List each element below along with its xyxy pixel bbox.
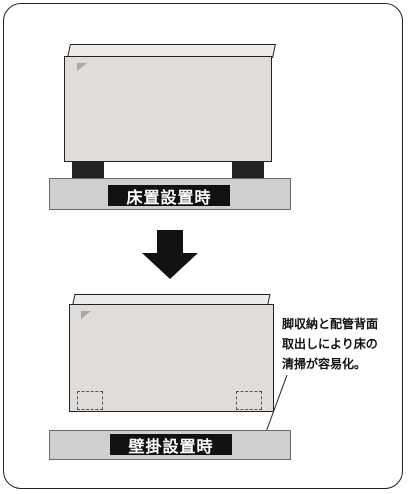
floor-install-label: 床置設置時 <box>108 185 230 207</box>
benefit-note: 脚収納と配管背面 取出しにより床の 清掃が容易化。 <box>282 317 379 371</box>
floor-unit-body <box>64 56 272 162</box>
floor-unit-leg-left <box>72 161 104 179</box>
wall-install-label: 壁掛設置時 <box>110 434 232 456</box>
wall-unit-body <box>69 304 274 412</box>
floor-unit-leg-right <box>232 161 264 179</box>
stored-leg-right <box>236 391 262 410</box>
brand-logo-icon <box>81 311 91 319</box>
stored-leg-left <box>77 391 103 410</box>
brand-logo-icon <box>77 63 87 71</box>
